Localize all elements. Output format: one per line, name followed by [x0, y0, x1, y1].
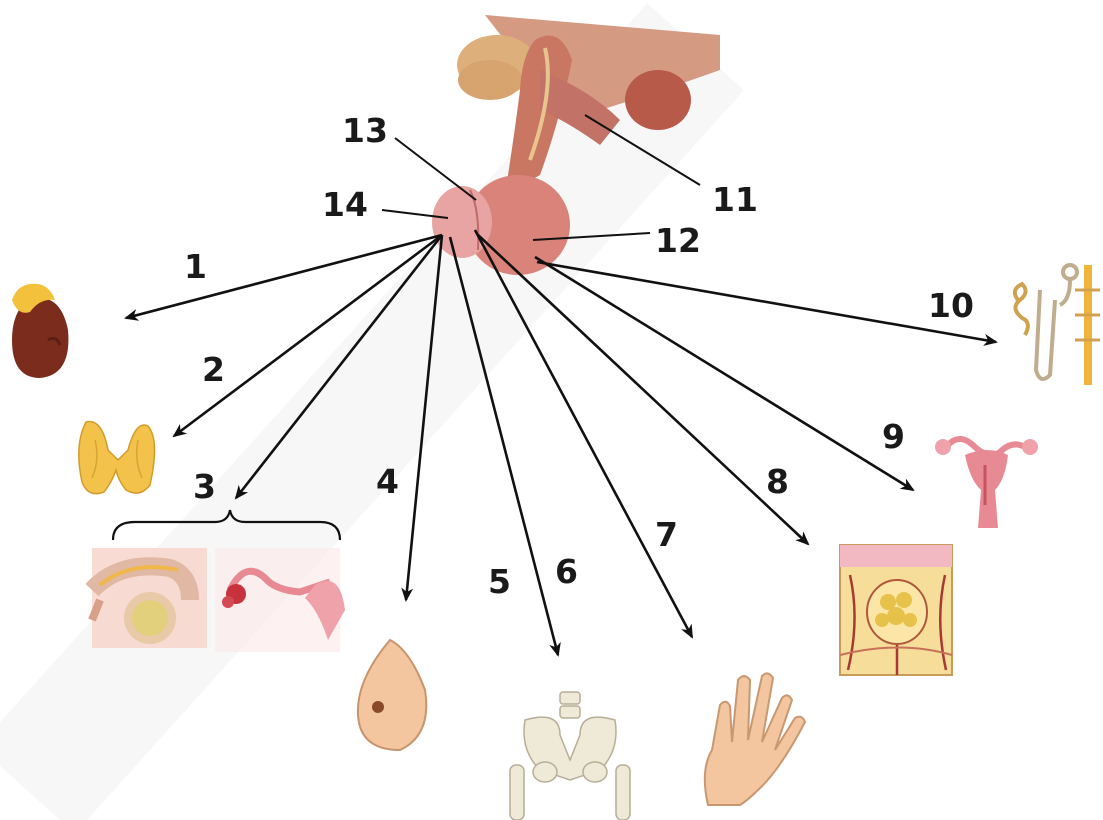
label-1: 1: [184, 247, 207, 286]
testis-icon: [92, 548, 207, 648]
label-5: 5: [488, 562, 511, 601]
kidney-adrenal-icon: [12, 284, 68, 378]
thyroid-icon: [79, 422, 155, 494]
label-10: 10: [928, 286, 974, 325]
adipose-tissue-icon: [840, 545, 952, 675]
label-8: 8: [766, 462, 789, 501]
label-3: 3: [193, 467, 216, 506]
label-7: 7: [655, 515, 678, 554]
nephron-icon: [1015, 265, 1100, 385]
breast-icon: [358, 640, 426, 750]
label-6: 6: [555, 552, 578, 591]
label-4: 4: [376, 462, 399, 501]
label-12: 12: [655, 221, 701, 260]
label-9: 9: [882, 417, 905, 456]
label-11: 11: [712, 180, 758, 219]
label-14: 14: [322, 185, 368, 224]
label-13: 13: [342, 111, 388, 150]
pelvis-icon: [510, 692, 630, 820]
hand-icon: [705, 673, 805, 805]
uterus-icon: [935, 439, 1038, 528]
label-2: 2: [202, 350, 225, 389]
ovary-icon: [215, 548, 345, 652]
